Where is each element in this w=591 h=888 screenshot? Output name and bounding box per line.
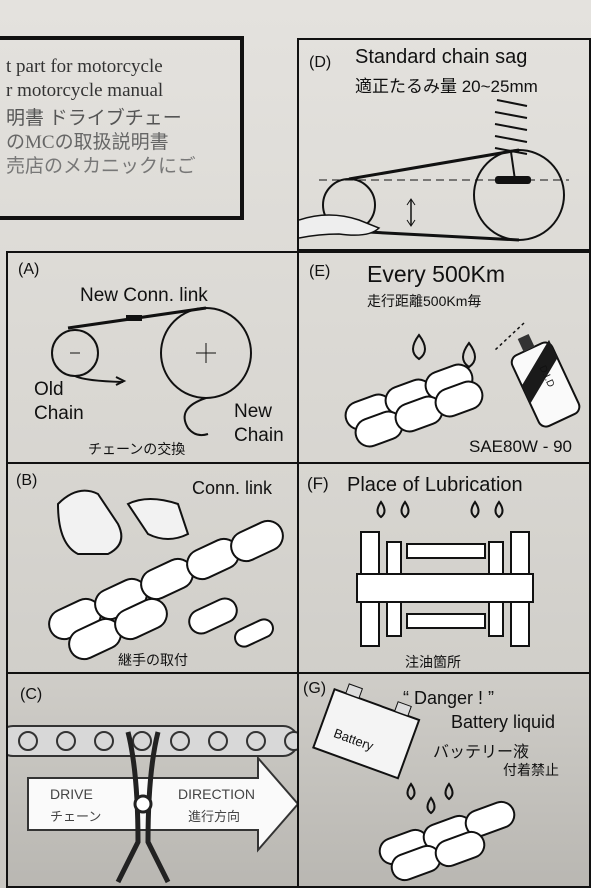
panel-c-drive-direction: (C) DRIVE チェーン DIRECTION 進行方向 [6,672,299,888]
panel-f-letter: (F) [307,474,329,493]
hand-icon [56,489,123,555]
panel-b-caption: 継手の取付 [118,652,188,668]
direction-label-en: DIRECTION [178,786,255,802]
panel-f-title: Place of Lubrication [347,474,523,496]
panel-c-letter: (C) [20,686,43,703]
no-contact-jp: 付着禁止 [503,762,559,778]
oil-drop-icon [412,333,426,361]
oil-drop-icon [376,500,504,519]
panel-f-caption: 注油箇所 [405,654,461,670]
notice-line-2: r motorcycle manual [6,80,164,101]
panel-g-battery-danger: (G) “ Danger ! ” Battery liquid バッテリー液 付… [297,672,591,888]
spray-can-icon [510,333,581,428]
oil-spec-label: SAE80W - 90 [469,437,572,456]
pliers-icon [115,731,171,884]
label-old: Old [34,379,64,400]
panel-e-letter: (E) [309,263,331,280]
acid-drop-icon [406,782,454,815]
hand-icon [299,214,381,239]
label-new-conn-link: New Conn. link [80,285,208,306]
panel-b-conn-link: (B) Conn. link 継手の取付 [6,462,299,674]
conn-link-illustration [48,489,284,661]
panel-d-title: Standard chain sag [355,46,528,68]
battery-liquid-jp: バッテリー液 [433,744,530,761]
chain-segment-icon [48,519,284,661]
label-conn-link: Conn. link [192,478,273,498]
panel-a-caption: チェーンの交換 [88,441,186,457]
panel-d-chain-sag: (D) Standard chain sag 適正たるみ量 20~25mm [297,38,591,251]
clip-icon [234,618,274,648]
drive-direction-illustration [8,725,297,884]
direction-label-jp: 進行方向 [188,809,241,824]
panel-a-chain-replace: (A) New Conn. link Old Chain New Chain チ… [6,251,299,464]
panel-b-letter: (B) [16,472,38,489]
battery-icon [312,683,421,780]
panel-e-lubricate-interval: (E) Every 500Km 走行距離500Km毎 D.I.D SAE80W … [297,251,591,464]
drive-label-jp: チェーン [50,809,102,824]
label-new: New [234,401,273,422]
chain-segment-icon [344,363,484,448]
chain-segment-icon [378,800,516,882]
danger-label: “ Danger ! ” [403,688,495,708]
rear-sprocket-icon [473,149,565,241]
drive-label-en: DRIVE [50,786,93,802]
battery-liquid-label: Battery liquid [451,712,556,732]
label-new-chain: Chain [234,425,284,446]
chain-cross-section-icon [356,531,534,647]
panel-e-title: Every 500Km [367,261,506,287]
panel-g-letter: (G) [303,680,327,697]
notice-line-3: 明書 ドライブチェー [6,108,182,129]
chain-replace-illustration [51,306,252,437]
chain-sag-illustration [299,99,569,242]
oil-drop-icon [462,341,476,369]
lubrication-interval-illustration [344,322,581,448]
chain-strip-icon [8,725,297,757]
panel-d-subtitle: 適正たるみ量 20~25mm [355,77,538,96]
notice-line-1: t part for motorcycle [6,56,163,77]
panel-e-subtitle: 走行距離500Km毎 [367,293,482,309]
panel-a-letter: (A) [18,261,40,278]
label-old-chain: Chain [34,403,84,424]
notice-line-5: 売店のメカニックにご [6,156,196,177]
direction-arrow-icon [27,755,297,853]
side-plate-icon [188,597,238,635]
battery-danger-illustration [312,683,516,882]
lubrication-place-illustration [356,500,534,647]
notice-line-4: のMCの取扱説明書 [6,132,169,153]
manual-notice-box: t part for motorcycle r motorcycle manua… [0,36,244,220]
panel-f-lubrication-place: (F) Place of Lubrication 注油箇所 [297,462,591,674]
panel-d-letter: (D) [309,54,332,71]
